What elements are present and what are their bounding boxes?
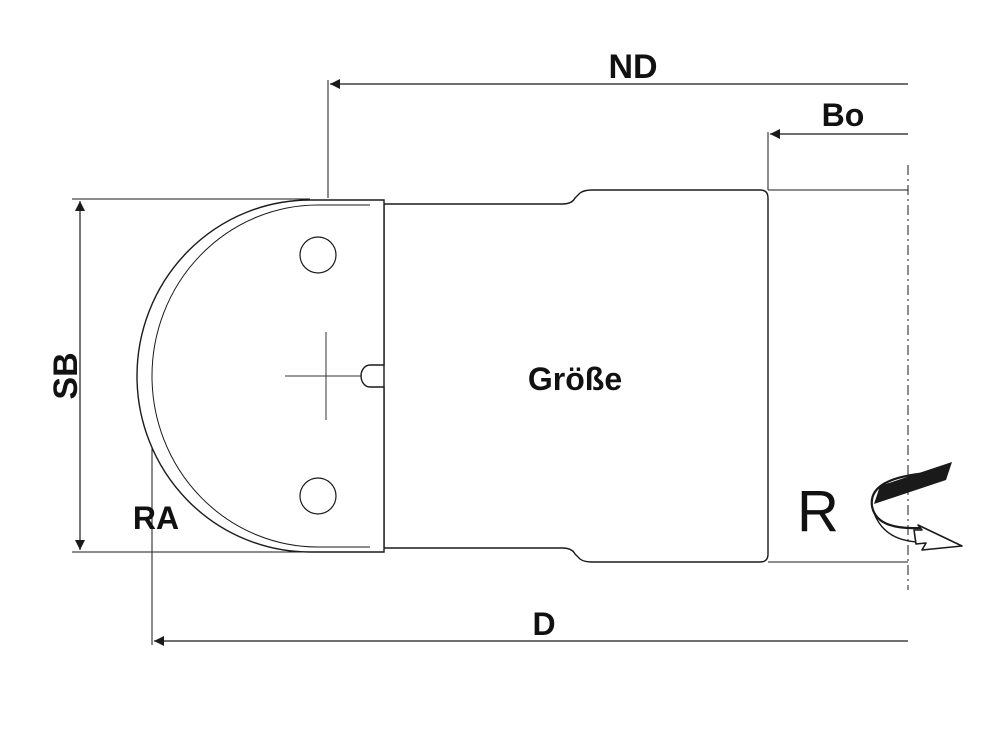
bo-label: Bo <box>822 97 865 133</box>
rotation-direction-label: R <box>797 479 839 544</box>
curved-arrow-icon <box>870 462 963 551</box>
ra-label: RA <box>133 500 179 536</box>
knife-insert <box>136 199 385 553</box>
size-label: Größe <box>528 361 622 397</box>
knife-edge-contour <box>151 204 370 548</box>
center-cross <box>285 332 362 420</box>
dimension-lines <box>75 79 908 646</box>
tool-main-body <box>383 189 769 563</box>
nd-label: ND <box>608 48 657 86</box>
tool-body <box>136 189 769 563</box>
mounting-hole-bottom <box>299 477 337 515</box>
mounting-hole-top <box>299 236 337 274</box>
d-label: D <box>532 606 555 642</box>
sb-label: SB <box>47 352 85 399</box>
